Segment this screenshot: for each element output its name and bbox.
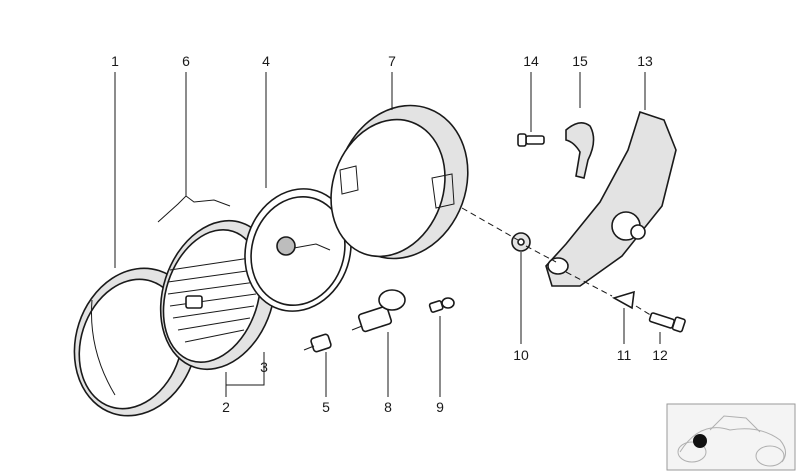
callout-13: 13 xyxy=(637,53,653,69)
part-7-housing xyxy=(330,104,469,260)
part-11-lock-washer xyxy=(611,290,635,310)
callout-7: 7 xyxy=(388,53,396,69)
part-4-inner-ring xyxy=(244,188,352,312)
callout-14: 14 xyxy=(523,53,539,69)
callouts: 1 6 4 7 14 15 13 3 2 5 8 9 10 11 12 xyxy=(111,53,668,415)
callout-6: 6 xyxy=(182,53,190,69)
location-marker-dot xyxy=(693,434,707,448)
callout-2: 2 xyxy=(222,399,230,415)
callout-12: 12 xyxy=(652,347,668,363)
leader-lines xyxy=(114,72,661,397)
callout-10: 10 xyxy=(513,347,529,363)
part-10-washer xyxy=(511,232,531,252)
callout-15: 15 xyxy=(572,53,588,69)
assembly-axis xyxy=(461,207,653,317)
part-5-socket xyxy=(303,333,332,353)
callout-8: 8 xyxy=(384,399,392,415)
part-9-small-bulb xyxy=(428,297,455,313)
callout-9: 9 xyxy=(436,399,444,415)
callout-4: 4 xyxy=(262,53,270,69)
callout-11: 11 xyxy=(617,347,632,363)
motorcycle-location-thumbnail xyxy=(666,403,796,471)
part-6-spring-clip xyxy=(157,195,231,223)
callout-1: 1 xyxy=(111,53,119,69)
part-15-clamp xyxy=(565,122,595,179)
callout-3: 3 xyxy=(260,359,268,375)
part-13-bracket xyxy=(545,110,677,287)
part-14-screw xyxy=(517,133,545,147)
part-8-bulb xyxy=(351,289,406,333)
callout-5: 5 xyxy=(322,399,330,415)
part-12-bolt xyxy=(648,312,686,333)
